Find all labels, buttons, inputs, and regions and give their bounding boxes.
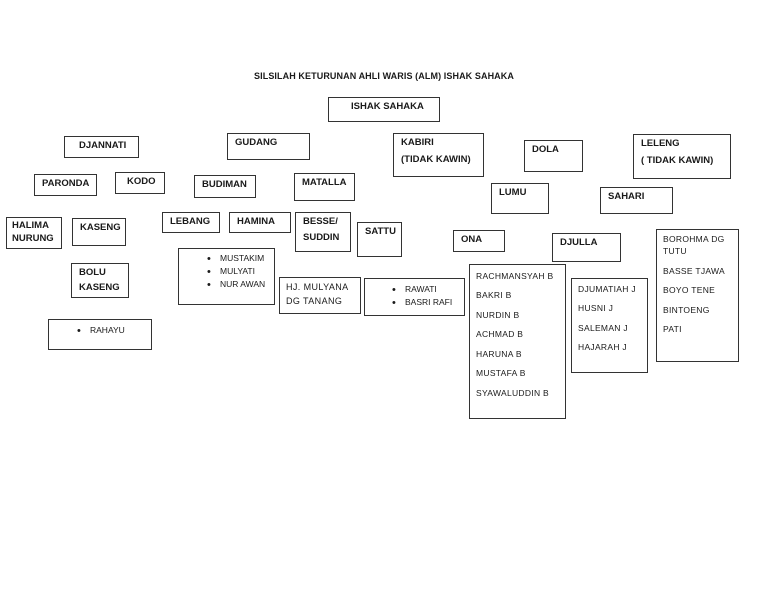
node-lebang: LEBANG [162,212,220,233]
node-label: DJANNATI [79,140,127,151]
node-sahari-children: BOROHMA DG TUTU BASSE TJAWA BOYO TENE BI… [656,229,739,362]
node-djannati: DJANNATI [64,136,139,158]
node-budiman: BUDIMAN [194,175,256,198]
node-label: DJULLA [560,237,598,248]
list-item: RAWATI [392,282,458,299]
list-item: BOROHMA DG [663,234,725,244]
node-label: NURUNG [12,232,54,244]
node-lumu: LUMU [491,183,549,214]
node-label: HJ. MULYANA [286,282,349,292]
node-ona: ONA [453,230,505,252]
node-label: HALIMA [12,220,49,231]
list-item: RAHAYU [77,323,143,340]
node-dola: DOLA [524,140,583,172]
node-label: ONA [461,234,483,245]
node-label: KASENG [80,222,121,233]
list-item: MUSTAFA B [476,368,526,379]
node-label: LELENG [641,138,680,149]
node-sahari: SAHARI [600,187,673,214]
node-label: MATALLA [302,177,347,188]
list-item: DJUMATIAH J [578,284,636,294]
node-hamina-children: MUSTAKIM MULYATI NUR AWAN [178,248,275,305]
list-item: HAJARAH J [578,342,627,353]
node-djulla-children: DJUMATIAH J HUSNI J SALEMAN J HAJARAH J [571,278,648,373]
list-item: HUSNI J [578,303,614,314]
node-label: KODO [127,176,156,187]
list-item: RACHMANSYAH B [476,271,554,281]
node-kabiri: KABIRI (TIDAK KAWIN) [393,133,484,177]
node-ishak-sahaka: ISHAK SAHAKA [328,97,440,122]
node-besse-suddin: BESSE/ SUDDIN [295,212,351,252]
node-leleng: LELENG ( TIDAK KAWIN) [633,134,731,179]
list-item: BINTOENG [663,304,710,315]
node-label: SAHARI [608,191,645,202]
node-hj-mulyana: HJ. MULYANA DG TANANG [279,277,361,314]
node-label: SUDDIN [303,231,340,243]
node-gudang: GUDANG [227,133,310,160]
node-matalla: MATALLA [294,173,355,201]
node-label: BESSE/ [303,216,338,227]
node-kodo: KODO [115,172,165,194]
page-title: SILSILAH KETURUNAN AHLI WARIS (ALM) ISHA… [254,71,514,81]
list-item: NUR AWAN [207,277,270,294]
list-item: BOYO TENE [663,285,716,296]
node-label: KASENG [79,281,120,293]
node-note: ( TIDAK KAWIN) [641,154,714,166]
node-label: BOLU [79,267,106,278]
list-item: SYAWALUDDIN B [476,387,550,398]
list-item: MUSTAKIM [207,251,270,268]
node-label: DOLA [532,144,559,155]
node-rahayu: RAHAYU [48,319,152,350]
list-item: SALEMAN J [578,322,628,333]
list-item: HARUNA B [476,348,522,359]
list-item: ACHMAD B [476,329,524,340]
node-halima-nurung: HALIMA NURUNG [6,217,62,249]
node-label: HAMINA [237,216,275,227]
node-label: SATTU [365,226,396,237]
node-djulla: DJULLA [552,233,621,262]
node-sattu-children: RAWATI BASRI RAFI [364,278,465,316]
list-item: NURDIN B [476,309,520,320]
node-label: PARONDA [42,178,90,189]
child-list: RAHAYU [77,323,143,340]
list-item: MULYATI [207,264,270,281]
node-sattu: SATTU [357,222,402,257]
node-note: (TIDAK KAWIN) [401,153,471,165]
list-item: PATI [663,324,682,335]
node-paronda: PARONDA [34,174,97,196]
child-list: RAWATI BASRI RAFI [392,282,458,312]
node-label: GUDANG [235,137,278,148]
list-item: TUTU [663,246,687,257]
node-bolu-kaseng: BOLU KASENG [71,263,129,298]
node-hamina: HAMINA [229,212,291,233]
child-list: MUSTAKIM MULYATI NUR AWAN [207,251,270,295]
node-label: LEBANG [170,216,211,227]
node-label: KABIRI [401,137,434,148]
node-ona-children: RACHMANSYAH B BAKRI B NURDIN B ACHMAD B … [469,264,566,419]
node-label: LUMU [499,187,527,198]
node-label: DG TANANG [286,296,343,307]
list-item: BASRI RAFI [392,295,458,312]
node-label: ISHAK SAHAKA [351,101,424,112]
node-label: BUDIMAN [202,179,247,190]
node-kaseng: KASENG [72,218,126,246]
list-item: BAKRI B [476,290,512,301]
list-item: BASSE TJAWA [663,265,726,276]
